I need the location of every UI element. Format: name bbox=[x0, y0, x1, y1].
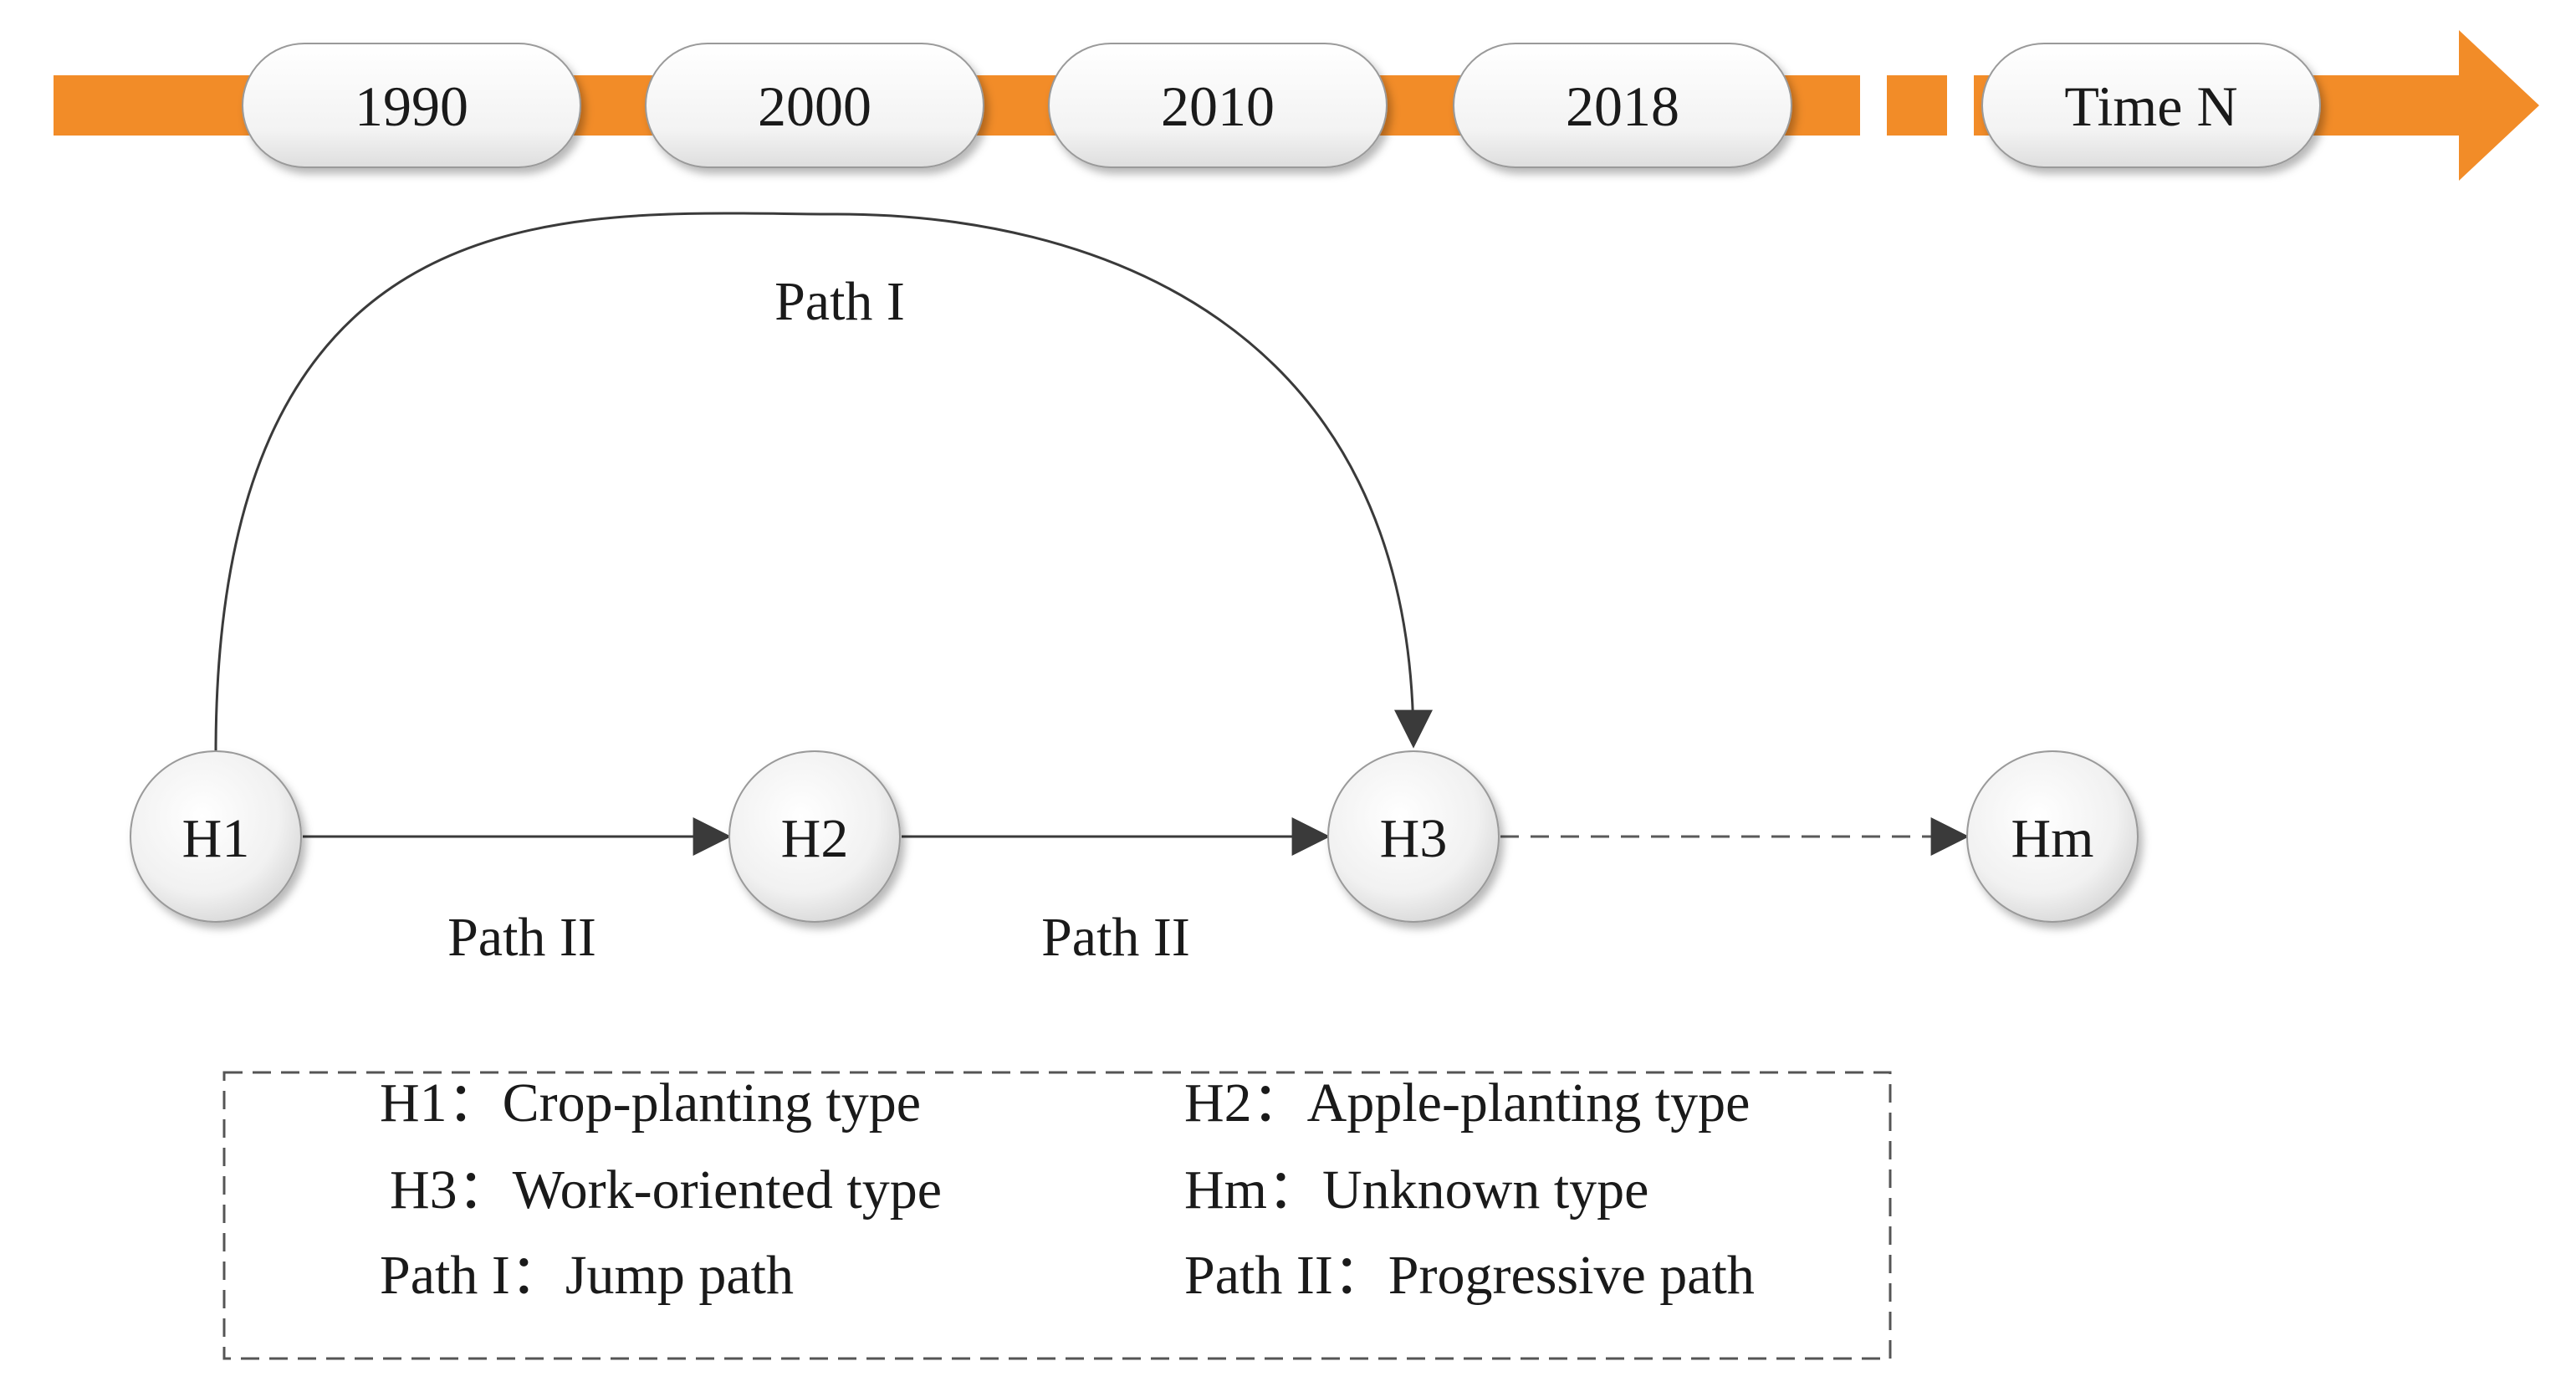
jump-path-label: Path I bbox=[774, 271, 905, 332]
node-h3 bbox=[1327, 750, 1500, 923]
progressive-path-label: Path II bbox=[447, 907, 596, 968]
node-h2 bbox=[728, 750, 901, 923]
timeline-band-segment bbox=[1887, 75, 1947, 136]
legend-item-hm: Hm：Unknown type bbox=[1184, 1159, 1648, 1221]
timeline-year-1990 bbox=[242, 43, 581, 168]
timeline: 1990 2000 2010 2018 Time N bbox=[54, 30, 2539, 181]
node-label: H3 bbox=[1380, 808, 1448, 869]
progressive-path-label: Path II bbox=[1041, 907, 1190, 968]
edge-labels: Path I Path II Path II bbox=[447, 271, 1190, 968]
year-label: 2000 bbox=[758, 74, 871, 138]
timeline-arrow-head bbox=[2308, 30, 2539, 181]
legend-item-h1: H1：Crop-planting type bbox=[380, 1072, 921, 1134]
node-h1 bbox=[130, 750, 302, 923]
legend-item-h3: H3：Work-oriented type bbox=[390, 1159, 942, 1221]
node-hm bbox=[1966, 750, 2139, 923]
node-label: Hm bbox=[2011, 808, 2094, 869]
year-label: 2018 bbox=[1566, 74, 1679, 138]
timeline-year-2000 bbox=[645, 43, 984, 168]
node-label: H2 bbox=[781, 808, 849, 869]
legend: H1：Crop-planting type H2：Apple-planting … bbox=[222, 1071, 1892, 1360]
legend-item-h2: H2：Apple-planting type bbox=[1184, 1072, 1750, 1134]
timeline-year-2018 bbox=[1453, 43, 1792, 168]
timeline-time-n bbox=[1981, 43, 2321, 168]
year-label: 2010 bbox=[1161, 74, 1275, 138]
nodes: H1 H2 H3 Hm bbox=[130, 750, 2139, 923]
jump-path-arc bbox=[214, 212, 1433, 754]
timeline-year-2010 bbox=[1048, 43, 1388, 168]
legend-box bbox=[222, 1071, 1892, 1360]
legend-item-path2: Path II：Progressive path bbox=[1184, 1245, 1755, 1306]
node-label: H1 bbox=[182, 808, 250, 869]
edges bbox=[214, 212, 1970, 856]
legend-item-path1: Path I：Jump path bbox=[380, 1245, 794, 1306]
year-label: 1990 bbox=[355, 74, 468, 138]
time-n-label: Time N bbox=[2064, 74, 2237, 138]
